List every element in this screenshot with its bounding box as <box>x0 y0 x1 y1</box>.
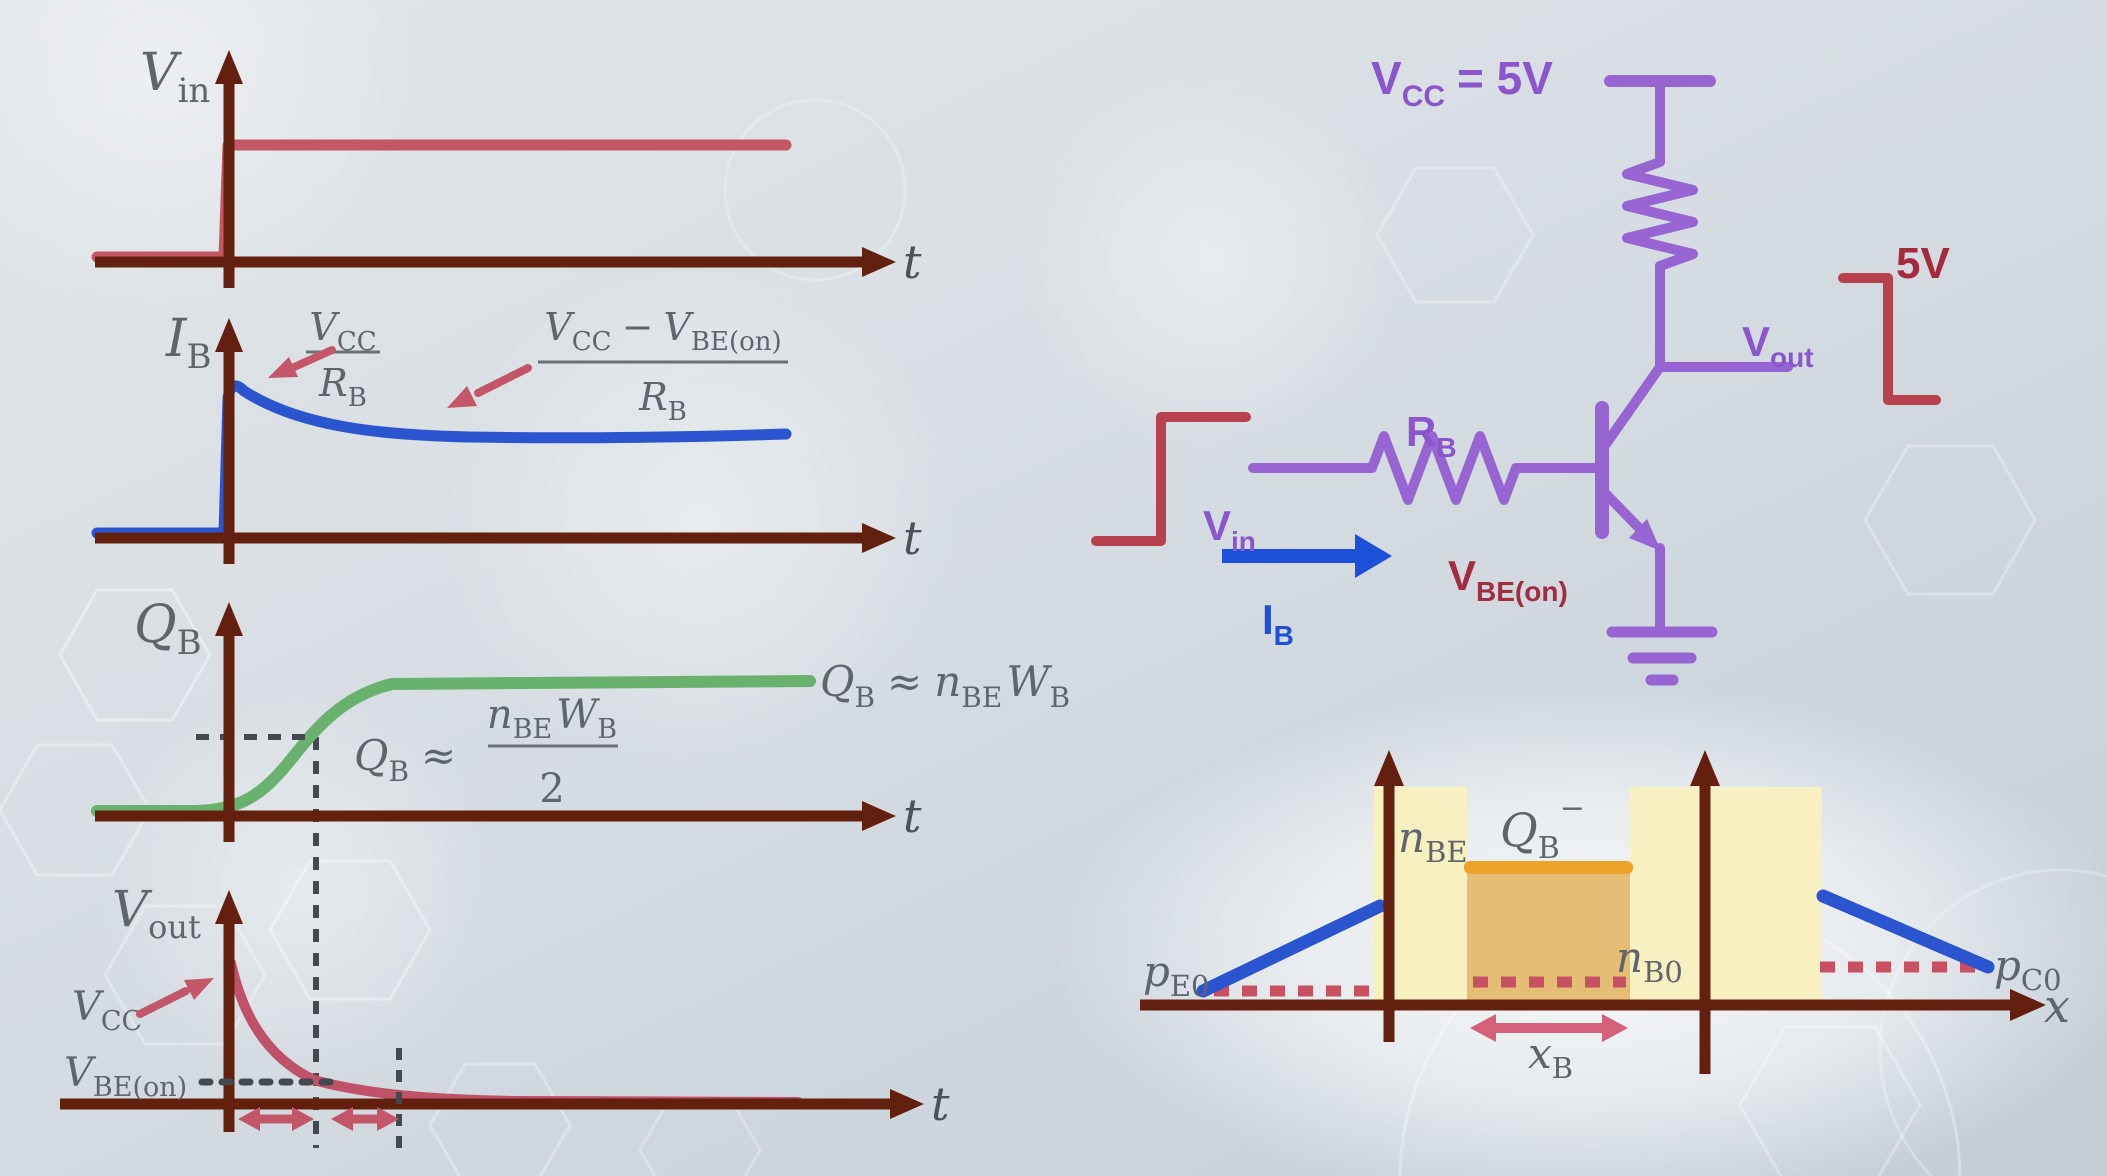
hexagon-decoration <box>1375 166 1535 304</box>
qb-minus-label: QB− <box>1500 791 1585 866</box>
qb-time-label: t <box>903 789 922 843</box>
base-collector-depletion-region <box>1630 787 1822 1003</box>
arrowhead-icon <box>238 1107 260 1131</box>
output-step-symbol <box>1838 273 1941 405</box>
arrowhead-icon <box>292 1107 314 1131</box>
soft-glow <box>0 0 420 330</box>
base-resistor-rb <box>1248 431 1601 505</box>
steady-annotation-arrowhead-icon <box>447 386 477 408</box>
ib-steady-numerator: VCC−VBE(on) <box>544 305 781 357</box>
base-width-label: xB <box>1528 1029 1573 1085</box>
time-interval-arrows <box>238 1107 399 1131</box>
nb0-label: nB0 <box>1616 933 1683 989</box>
collector-resistor <box>1622 147 1698 279</box>
ib-peak-formula: VCC RB <box>268 305 380 413</box>
pe0-label: pE0 <box>1143 947 1210 1003</box>
stored-charge-top-cap <box>1464 861 1633 874</box>
arrowhead-icon <box>377 1107 399 1131</box>
hexagon-decoration <box>1863 444 2037 596</box>
hexagon-decoration <box>638 1096 762 1176</box>
input-step-symbol <box>1091 412 1251 546</box>
circuit-rb-label: RB <box>1406 408 1457 463</box>
vout-t-axis-arrow-icon <box>890 1089 924 1119</box>
vout-axis-label: Vout <box>112 880 201 946</box>
ib-peak-numerator: VCC <box>309 305 376 357</box>
base-current-arrow-icon <box>1222 534 1392 578</box>
circuit-ib-label: IB <box>1262 596 1294 651</box>
ib-current-waveform <box>91 380 792 539</box>
vin-t-axis-arrow-icon <box>862 247 896 277</box>
emitter-minority-carrier-profile <box>1196 899 1387 998</box>
collector-minority-carrier-profile <box>1816 889 1995 974</box>
arrowhead-icon <box>1470 1014 1496 1042</box>
stored-base-charge-region <box>1467 869 1630 1003</box>
hexagon-decoration <box>0 743 152 877</box>
peak-annotation-arrowhead-icon <box>268 357 298 378</box>
qb-plateau-formula: QB≈nBEWB <box>820 657 1070 714</box>
soft-glow <box>440 260 960 780</box>
ib-axis-label: IB <box>165 309 212 377</box>
arrowhead-icon <box>1602 1014 1628 1042</box>
qb-half-lhs: QB≈ <box>354 731 456 788</box>
ib-y-axis-arrow-icon <box>215 318 243 352</box>
qb-t-axis-arrow-icon <box>862 801 896 831</box>
plot-vin: Vin t <box>91 43 922 289</box>
vcc-annotation-arrow <box>136 987 190 1018</box>
ib-steady-formula: VCC−VBE(on) RB <box>447 305 788 427</box>
ib-peak-denominator: RB <box>318 361 367 413</box>
pc0-label: pC0 <box>1994 941 2062 997</box>
qb-axis-label: QB <box>134 595 202 663</box>
vout-vbe-label: VBE(on) <box>64 1050 187 1103</box>
circuit-schematic: VCC= 5V RB Vin IB VBE(on) Vout 5V <box>1091 52 1950 686</box>
vcc-annotation-arrowhead-icon <box>184 978 214 1000</box>
steady-annotation-arrow <box>474 364 532 397</box>
ib-t-axis-arrow-icon <box>862 523 896 553</box>
circuit-vin-label: Vin <box>1203 502 1256 557</box>
transistor-emitter-lead <box>1601 489 1647 536</box>
circuit-vout-label: Vout <box>1742 318 1814 373</box>
qb-half-denominator: 2 <box>539 766 564 812</box>
ib-steady-denominator: RB <box>638 375 687 427</box>
nbe-label: nBE <box>1398 813 1468 869</box>
vout-y-axis-arrow-icon <box>215 890 243 924</box>
vout-vcc-label: VCC <box>72 984 142 1037</box>
carrier-concentration-diagram: pE0 nBE QB− nB0 pC0 x xB <box>1140 750 2070 1085</box>
circuit-vbe-label: VBE(on) <box>1448 552 1568 607</box>
hexagon-decoration <box>268 859 432 1001</box>
emitter-junction-axis-arrow-icon <box>1374 750 1404 786</box>
arrowhead-icon <box>331 1107 353 1131</box>
transistor-collector-lead <box>1601 362 1665 449</box>
vin-time-label: t <box>903 235 922 289</box>
base-width-arrow <box>1470 1014 1628 1042</box>
soft-glow <box>1020 70 1400 450</box>
emitter-arrowhead-icon <box>1629 519 1661 551</box>
hexagon-decoration <box>428 1062 572 1176</box>
ib-time-label: t <box>903 511 922 565</box>
peak-annotation-arrow <box>288 346 336 372</box>
plot-vout: Vout t VCC VBE(on) <box>60 880 950 1148</box>
vout-time-label: t <box>931 1077 950 1131</box>
carrier-x-axis-label: x <box>2044 979 2070 1033</box>
collector-junction-axis-arrow-icon <box>1690 750 1720 786</box>
circle-decoration <box>723 98 907 282</box>
vin-y-axis-arrow-icon <box>215 50 243 84</box>
plot-ib: IB t VCC RB VCC−VBE(on) RB <box>91 305 922 565</box>
carrier-x-axis-arrow-icon <box>2010 989 2046 1021</box>
vin-axis-label: Vin <box>140 43 210 111</box>
qb-y-axis-arrow-icon <box>215 602 243 636</box>
hexagon-decoration <box>58 588 212 722</box>
circuit-5v-label: 5V <box>1896 239 1950 288</box>
circuit-vcc-label: VCC= 5V <box>1371 52 1553 113</box>
